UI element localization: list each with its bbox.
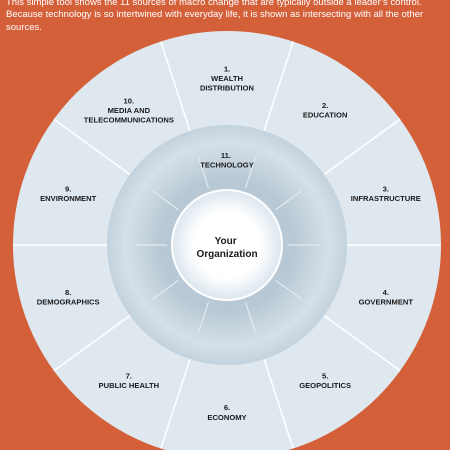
source-name: WEALTH xyxy=(211,74,243,83)
segment-divider xyxy=(323,314,401,372)
center-line-2: Organization xyxy=(196,249,257,260)
intro-line-1: This simple tool shows the 11 sources of… xyxy=(6,0,422,8)
source-name: ENVIRONMENT xyxy=(40,194,96,203)
technology-ring-tick xyxy=(244,301,257,333)
source-name: TELECOMMUNICATIONS xyxy=(84,115,174,124)
source-name: DISTRIBUTION xyxy=(200,84,254,93)
source-name: PUBLIC HEALTH xyxy=(99,381,160,390)
source-number: 3. xyxy=(383,185,389,194)
source-number: 4. xyxy=(383,288,389,297)
source-label-9: 9.ENVIRONMENT xyxy=(40,185,96,204)
source-number: 8. xyxy=(65,288,71,297)
source-number: 9. xyxy=(65,185,71,194)
organization-core xyxy=(172,190,282,300)
technology-ring-tick xyxy=(275,279,302,300)
technology-ring-tick xyxy=(197,301,210,333)
source-label-6: 6.ECONOMY xyxy=(207,403,246,422)
source-label-4: 4.GOVERNMENT xyxy=(359,288,414,307)
segment-divider xyxy=(323,118,401,176)
source-label-2: 2.EDUCATION xyxy=(303,101,348,120)
intro-text: This simple tool shows the 11 sources of… xyxy=(6,0,450,34)
source-label-3: 3.INFRASTRUCTURE xyxy=(351,185,421,204)
technology-ring-ticks xyxy=(135,157,319,333)
source-name: DEMOGRAPHICS xyxy=(37,297,100,306)
source-label-7: 7.PUBLIC HEALTH xyxy=(99,371,160,390)
technology-label: 11. TECHNOLOGY xyxy=(200,151,254,170)
segment-divider xyxy=(53,118,131,176)
source-number: 10. xyxy=(124,96,135,105)
segment-divider xyxy=(263,358,294,449)
segment-dividers xyxy=(13,41,441,449)
segment-divider xyxy=(53,314,131,372)
source-name: GOVERNMENT xyxy=(359,297,414,306)
center-line-1: Your xyxy=(215,236,237,247)
source-name: ECONOMY xyxy=(207,413,246,422)
organization-core-edge xyxy=(171,189,283,301)
technology-ring-tick xyxy=(152,279,179,300)
source-label-5: 5.GEOPOLITICS xyxy=(299,371,351,390)
intro-line-3: sources. xyxy=(6,21,42,33)
source-number: 1. xyxy=(224,64,230,73)
technology-ring-tick xyxy=(152,190,179,211)
technology-ring-tick xyxy=(275,190,302,211)
source-number: 7. xyxy=(126,371,132,380)
segment-divider xyxy=(160,41,191,132)
source-label-8: 8.DEMOGRAPHICS xyxy=(37,288,100,307)
source-name: GEOPOLITICS xyxy=(299,381,351,390)
technology-number: 11. xyxy=(221,151,231,160)
source-number: 2. xyxy=(322,101,328,110)
technology-ring-tick xyxy=(244,157,257,189)
source-name: EDUCATION xyxy=(303,111,348,120)
intro-line-2: Because technology is so intertwined wit… xyxy=(6,9,424,21)
segment-divider xyxy=(160,358,191,449)
technology-ring-tick xyxy=(197,157,210,189)
segment-divider xyxy=(263,41,294,132)
source-name: INFRASTRUCTURE xyxy=(351,194,421,203)
source-name: MEDIA AND xyxy=(108,106,151,115)
source-number: 6. xyxy=(224,403,230,412)
technology-name: TECHNOLOGY xyxy=(200,161,254,170)
source-number: 5. xyxy=(322,371,328,380)
center-label: Your Organization xyxy=(196,236,257,260)
